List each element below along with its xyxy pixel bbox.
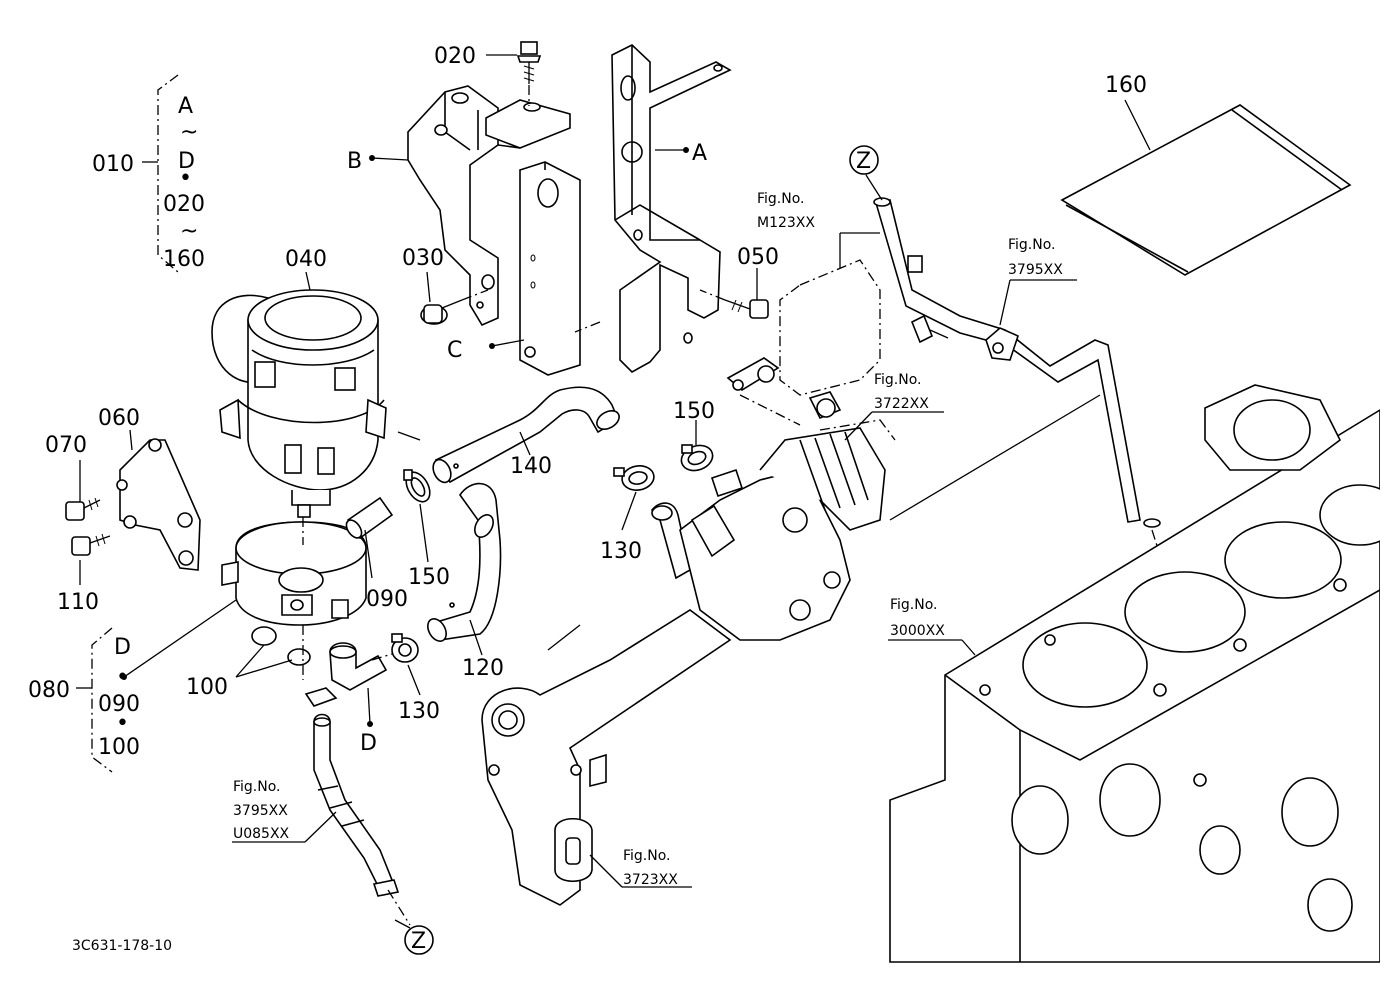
label-050: 050 [737, 245, 779, 270]
label-150-upper: 150 [673, 399, 715, 424]
ref-b: B [347, 149, 362, 174]
group-080-dot-2: • [116, 711, 129, 736]
label-130-lower: 130 [398, 699, 440, 724]
bolt-110 [71, 533, 111, 556]
group-010-dot: • [179, 166, 192, 191]
egr-valve [679, 427, 886, 641]
fig-ref-3722: 3722XX [874, 396, 929, 412]
letter-refs: A B C D Z Z [347, 141, 879, 955]
engine-block [889, 384, 1380, 963]
group-010-160: 160 [163, 247, 205, 272]
label-130-upper: 130 [600, 539, 642, 564]
label-110: 110 [57, 590, 99, 615]
ref-c: C [447, 338, 462, 363]
centerlines [302, 321, 601, 926]
separator-base-080 [221, 521, 367, 626]
fig-label-3795-left: Fig.No. [233, 779, 281, 795]
bracket-c [519, 161, 581, 376]
bolt-070 [65, 497, 101, 521]
pipe-090 [345, 496, 394, 540]
figure-refs: Fig.No. M123XX Fig.No. 3795XX Fig.No. 37… [233, 191, 1063, 888]
fig-ref-3795-left: 3795XX [233, 803, 288, 819]
instruction-sheet-160 [1060, 104, 1352, 276]
group-080-d: D [114, 635, 131, 660]
fig-ref-m123: M123XX [757, 215, 815, 231]
group-010-a: A [178, 94, 193, 119]
clamp-130-lower [391, 633, 419, 663]
hose-140 [432, 386, 620, 484]
label-060: 060 [98, 406, 140, 431]
egr-cooler [481, 609, 732, 906]
label-010: 010 [92, 152, 134, 177]
ref-a: A [692, 141, 707, 166]
fig-label-3795-top: Fig.No. [1008, 237, 1056, 253]
label-090: 090 [366, 587, 408, 612]
part-labels: 020 030 040 050 060 070 090 100 110 120 … [45, 44, 1147, 724]
label-120: 120 [462, 656, 504, 681]
bracket-top-plate [485, 99, 571, 149]
fig-label-m123: Fig.No. [757, 191, 805, 207]
clamp-150-upper [680, 444, 714, 472]
group-080-090: 090 [98, 692, 140, 717]
leader-lines [79, 54, 1151, 929]
group-010-d: D [178, 149, 195, 174]
ref-z-top: Z [856, 149, 871, 174]
bolt-020 [516, 41, 542, 106]
leader-dots [121, 147, 689, 727]
fig-ref-3723: 3723XX [623, 872, 678, 888]
fig-label-3722: Fig.No. [874, 372, 922, 388]
clamp-150 [403, 469, 431, 503]
fig-ref-3795-top: 3795XX [1008, 262, 1063, 278]
ref-z-bottom: Z [411, 929, 426, 954]
bolt-030 [420, 289, 489, 325]
oil-separator-040 [211, 289, 387, 518]
drawing-code: 3C631-178-10 [72, 938, 172, 954]
group-010-bracket: 010 A ~ D • 020 ~ 160 [92, 74, 205, 273]
label-140: 140 [510, 454, 552, 479]
ref-d: D [360, 731, 377, 756]
label-020: 020 [434, 44, 476, 69]
label-040: 040 [285, 247, 327, 272]
hose-elbow-small [650, 502, 691, 580]
dashed-ghost-part [779, 259, 896, 441]
bracket-b [407, 85, 499, 327]
fig-label-3723: Fig.No. [623, 848, 671, 864]
bracket-a [611, 44, 732, 373]
group-010-tilde-1: ~ [180, 120, 198, 145]
label-150-lower: 150 [408, 565, 450, 590]
fig-label-3000: Fig.No. [890, 597, 938, 613]
group-010-020: 020 [163, 192, 205, 217]
label-080: 080 [28, 678, 70, 703]
label-100: 100 [186, 675, 228, 700]
plug-100 [251, 626, 311, 666]
egr-fittings [726, 357, 842, 426]
hose-120 [427, 482, 502, 642]
plate-060 [116, 438, 201, 571]
group-080-100: 100 [98, 735, 140, 760]
breather-hose-lower [304, 687, 400, 897]
group-080-bracket: 080 D • 090 • 100 [28, 627, 140, 773]
label-070: 070 [45, 433, 87, 458]
clamp-130 [613, 465, 655, 491]
label-160: 160 [1105, 73, 1147, 98]
fig-ref-3000: 3000XX [890, 623, 945, 639]
elbow-fitting-090 [329, 642, 388, 691]
label-030: 030 [402, 246, 444, 271]
fig-ref-u085: U085XX [233, 826, 290, 842]
group-010-tilde-2: ~ [180, 219, 198, 244]
bolt-050 [699, 289, 769, 319]
